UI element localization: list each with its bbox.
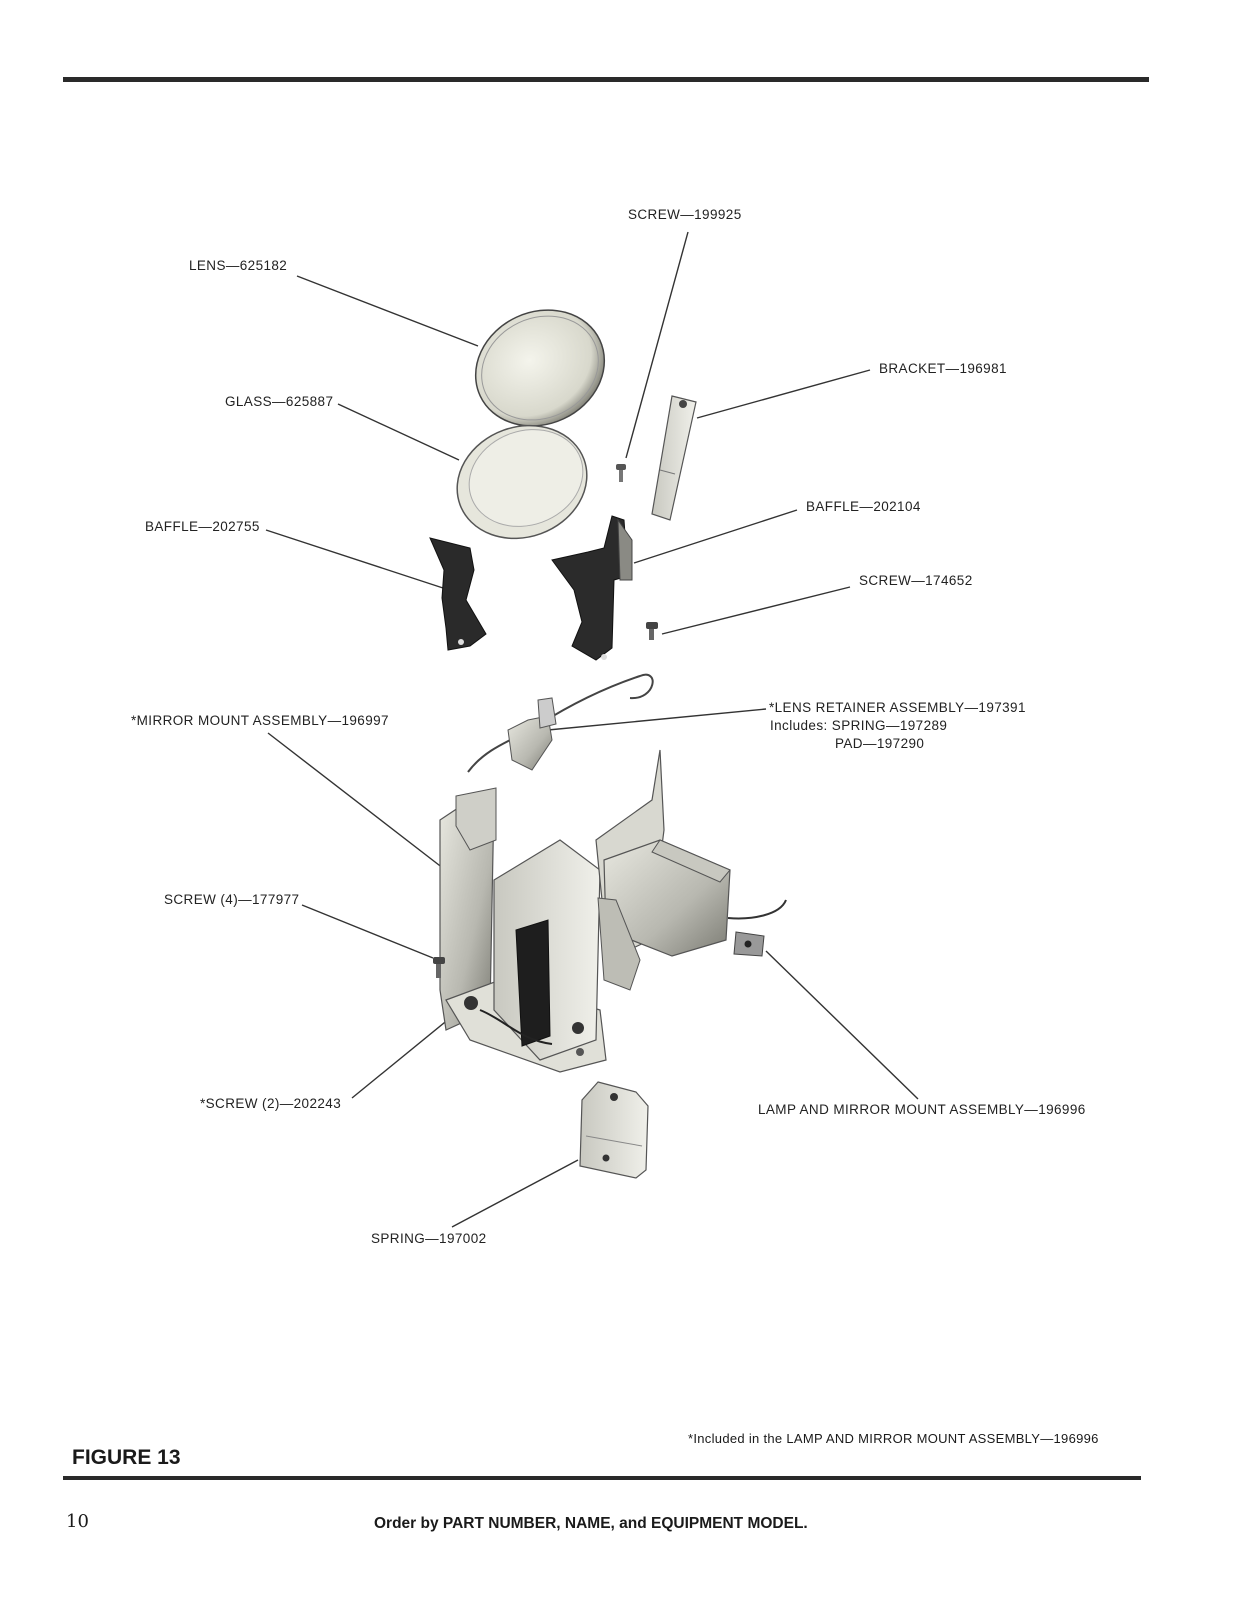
bottom-rule (63, 1476, 1141, 1480)
label-baffle-202104: BAFFLE—202104 (806, 499, 921, 514)
label-mirror-mount: *MIRROR MOUNT ASSEMBLY—196997 (131, 713, 389, 728)
bracket-196981-part (651, 395, 697, 521)
label-bracket-196981: BRACKET—196981 (879, 361, 1007, 376)
order-note: Order by PART NUMBER, NAME, and EQUIPMEN… (374, 1515, 808, 1532)
figure-title: FIGURE 13 (72, 1446, 181, 1469)
label-lens-625182: LENS—625182 (189, 258, 288, 273)
label-screw-202243: *SCREW (2)—202243 (200, 1096, 342, 1111)
label-lens-retainer-includes-pad: PAD—197290 (835, 736, 925, 751)
spring-197002-part (579, 1081, 649, 1179)
glass-part (456, 424, 588, 540)
footnote: *Included in the LAMP AND MIRROR MOUNT A… (688, 1431, 1099, 1446)
lamp-mirror-mount-part (439, 749, 787, 1073)
label-glass-625887: GLASS—625887 (225, 394, 334, 409)
label-lens-retainer-includes-spring: Includes: SPRING—197289 (770, 718, 948, 733)
label-baffle-202755: BAFFLE—202755 (145, 519, 260, 534)
baffle-202104-part (551, 515, 633, 661)
screw-174652-part (646, 622, 658, 640)
top-rule (63, 77, 1149, 82)
label-screw-174652: SCREW—174652 (859, 573, 973, 588)
page-number: 10 (66, 1511, 89, 1532)
label-spring-197002: SPRING—197002 (371, 1231, 487, 1246)
screw-199925-part (616, 464, 626, 482)
label-screw-177977: SCREW (4)—177977 (164, 892, 300, 907)
label-lens-retainer: *LENS RETAINER ASSEMBLY—197391 (769, 700, 1026, 715)
screw-177977-part (433, 957, 445, 978)
lens-part (474, 309, 606, 427)
label-screw-199925: SCREW—199925 (628, 207, 742, 222)
baffle-202755-part (429, 537, 487, 651)
lens-retainer-part (467, 673, 654, 773)
label-lamp-mirror-mount: LAMP AND MIRROR MOUNT ASSEMBLY—196996 (758, 1102, 1086, 1117)
